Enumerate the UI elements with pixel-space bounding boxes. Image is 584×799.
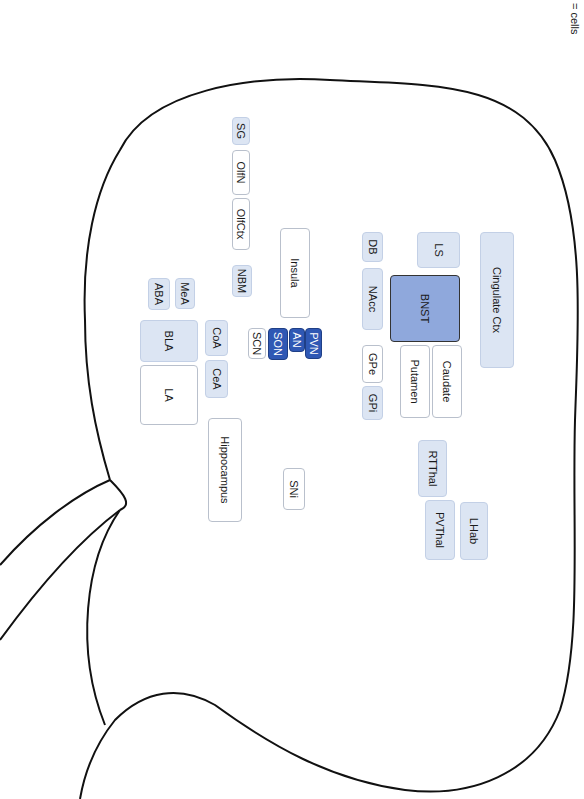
region-label: PVN xyxy=(307,332,319,355)
region-label: Caudate xyxy=(441,361,453,403)
region-label: PVThal xyxy=(434,512,446,548)
region-box: CeA xyxy=(205,360,228,398)
region-label: ABA xyxy=(153,283,165,305)
region-box: BLA xyxy=(140,320,198,362)
brainstem-line xyxy=(0,480,110,565)
region-box: AN xyxy=(289,328,305,352)
brain-contour xyxy=(80,79,578,799)
region-label: NAcc xyxy=(366,286,378,312)
region-box: GPe xyxy=(362,345,383,383)
region-box: GPi xyxy=(362,386,383,420)
cerebellum-line xyxy=(87,510,120,725)
region-box: PVThal xyxy=(425,500,455,560)
region-label: BNST xyxy=(419,294,431,323)
region-label: NBM xyxy=(236,269,248,293)
region-label: MeA xyxy=(179,282,191,305)
region-label: Cingulate Ctx xyxy=(491,267,503,333)
region-label: SG xyxy=(235,123,247,139)
region-label: SCN xyxy=(251,332,263,355)
region-box: LS xyxy=(417,232,460,268)
region-label: AN xyxy=(291,332,303,347)
region-label: DB xyxy=(366,239,378,254)
region-box: RTThal xyxy=(418,440,447,497)
region-box: SG xyxy=(232,117,250,145)
region-label: CoA xyxy=(210,327,222,348)
region-label: SON xyxy=(272,332,284,356)
brainstem-line xyxy=(0,510,120,640)
region-box: LHab xyxy=(460,502,488,560)
region-label: RTThal xyxy=(426,451,438,487)
region-label: BLA xyxy=(163,331,175,352)
region-label: LS xyxy=(432,243,444,256)
region-label: LHab xyxy=(468,518,480,544)
region-box: Hippocampus xyxy=(208,418,242,522)
legend-note: = cells xyxy=(569,3,581,35)
region-label: OlfN xyxy=(235,162,247,184)
region-label: Putamen xyxy=(409,359,421,403)
region-box: Insula xyxy=(280,228,310,318)
region-label: GPi xyxy=(366,394,378,412)
region-box: SCN xyxy=(248,328,266,359)
region-box: CoA xyxy=(205,320,228,356)
region-box: Caudate xyxy=(432,345,462,418)
region-label: GPe xyxy=(366,353,378,375)
region-box: DB xyxy=(362,232,383,262)
region-label: SNi xyxy=(288,480,300,498)
region-box: BNST xyxy=(390,275,460,342)
region-box: MeA xyxy=(175,278,195,309)
region-box: LA xyxy=(140,365,198,425)
region-box: OlfCtx xyxy=(232,198,250,250)
region-label: Insula xyxy=(289,258,301,287)
region-box: Putamen xyxy=(400,345,430,418)
brainstem-line xyxy=(110,480,126,510)
region-box: OlfN xyxy=(232,150,250,195)
region-box: Cingulate Ctx xyxy=(480,232,514,368)
region-box: SNi xyxy=(283,468,305,510)
region-label: Hippocampus xyxy=(219,436,231,503)
region-box: SON xyxy=(268,328,288,360)
region-label: LA xyxy=(163,388,175,401)
region-label: CeA xyxy=(210,368,222,389)
region-label: OlfCtx xyxy=(235,209,247,240)
region-box: PVN xyxy=(305,328,322,359)
region-box: NBM xyxy=(232,265,252,297)
region-box: NAcc xyxy=(362,268,383,330)
region-box: ABA xyxy=(148,278,170,310)
